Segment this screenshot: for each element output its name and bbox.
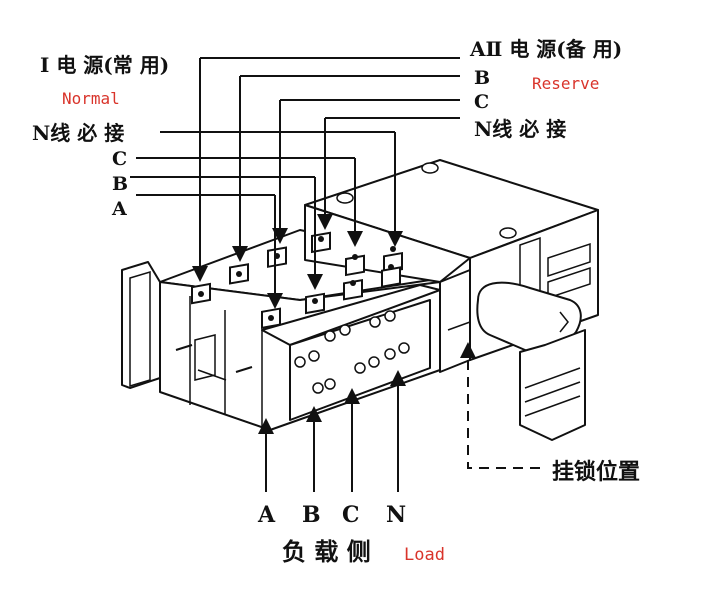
reserve-label: Reserve bbox=[532, 74, 599, 93]
right-n-label: N线 必 接 bbox=[474, 117, 566, 141]
source-one-label: I 电 源(常 用) bbox=[40, 53, 169, 77]
source-two-label: AⅡ 电 源(备 用) bbox=[469, 37, 622, 61]
left-n-label: N线 必 接 bbox=[32, 121, 124, 145]
lock-leader bbox=[460, 342, 540, 469]
lock-position-label: 挂锁位置 bbox=[552, 459, 640, 485]
left-b-label: B bbox=[112, 173, 128, 195]
source-two-leaders bbox=[130, 131, 403, 309]
right-c-label: C bbox=[474, 91, 489, 113]
load-b-label: B bbox=[302, 502, 321, 528]
load-n-label: N bbox=[386, 502, 406, 528]
left-c-label: C bbox=[112, 148, 127, 170]
left-a-label: A bbox=[111, 198, 127, 220]
right-b-label: B bbox=[474, 67, 490, 89]
load-c-label: C bbox=[342, 502, 360, 528]
load-label: Load bbox=[404, 545, 445, 565]
source-one-leaders bbox=[192, 57, 460, 282]
load-side-label: 负 载 侧 bbox=[282, 537, 371, 566]
load-a-label: A bbox=[257, 502, 276, 528]
load-arrows bbox=[258, 370, 406, 492]
normal-label: Normal bbox=[62, 89, 120, 108]
